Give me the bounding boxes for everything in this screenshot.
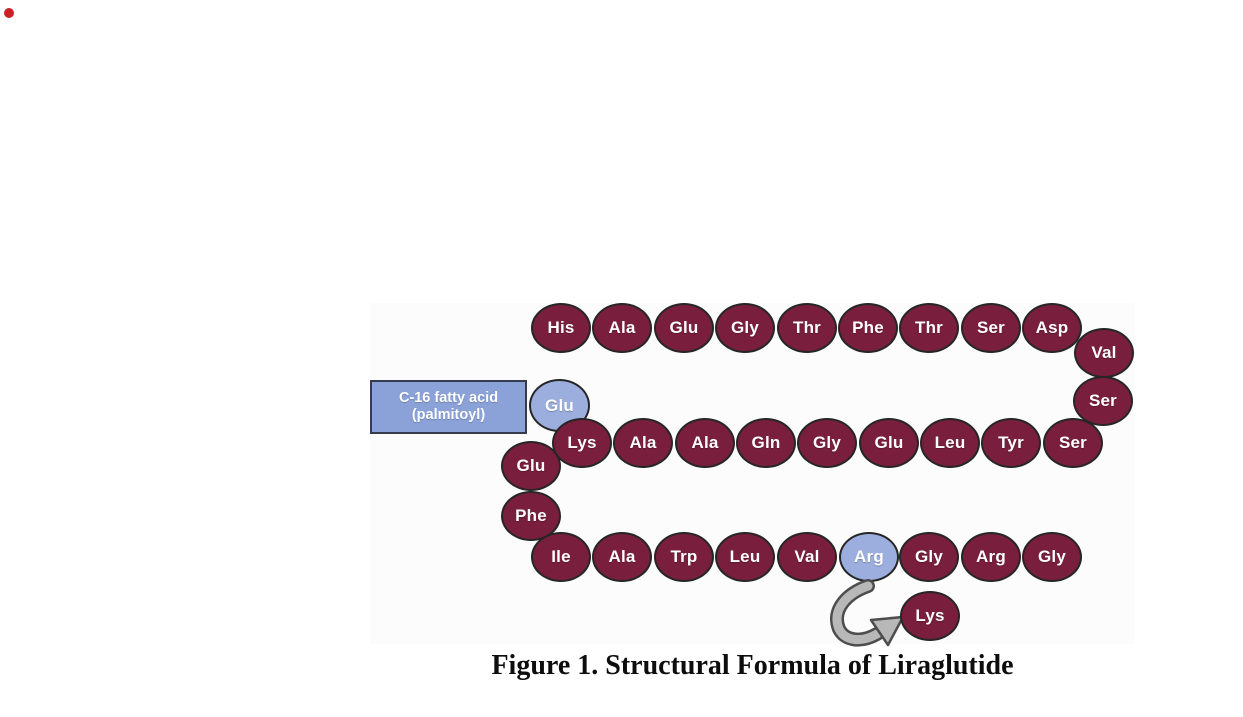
residue-ser: Ser [1043,418,1103,468]
residue-thr: Thr [777,303,837,353]
residue-val: Val [777,532,837,582]
residue-gly: Gly [1022,532,1082,582]
residue-gln: Gln [736,418,796,468]
figure-caption: Figure 1. Structural Formula of Liraglut… [491,650,1014,681]
residue-gly: Gly [899,532,959,582]
residue-arg-modified: Arg [839,532,899,582]
residue-his: His [531,303,591,353]
residue-leu: Leu [715,532,775,582]
residue-arg: Arg [961,532,1021,582]
residue-ala: Ala [592,303,652,353]
residue-glu: Glu [859,418,919,468]
residue-trp: Trp [654,532,714,582]
residue-glu-linker: Glu [529,379,590,432]
fatty-acid-label-line2: (palmitoyl) [411,407,486,423]
residue-lys-appended: Lys [900,591,960,641]
residue-thr: Thr [899,303,959,353]
fatty-acid-label-line1: C-16 fatty acid [398,390,499,406]
residue-phe: Phe [838,303,898,353]
figure-background [370,303,1135,644]
residue-val: Val [1074,328,1134,378]
residue-glu: Glu [654,303,714,353]
residue-asp: Asp [1022,303,1082,353]
curved-arrow-icon [830,579,905,647]
residue-glu: Glu [501,441,561,491]
residue-ala: Ala [675,418,735,468]
residue-ser: Ser [961,303,1021,353]
residue-ser: Ser [1073,376,1133,426]
residue-ile: Ile [531,532,591,582]
residue-gly: Gly [797,418,857,468]
residue-ala: Ala [613,418,673,468]
residue-tyr: Tyr [981,418,1041,468]
residue-ala: Ala [592,532,652,582]
red-bullet-icon [4,8,14,18]
residue-gly: Gly [715,303,775,353]
residue-lys: Lys [552,418,612,468]
fatty-acid-box: C-16 fatty acid (palmitoyl) [370,380,527,434]
residue-leu: Leu [920,418,980,468]
